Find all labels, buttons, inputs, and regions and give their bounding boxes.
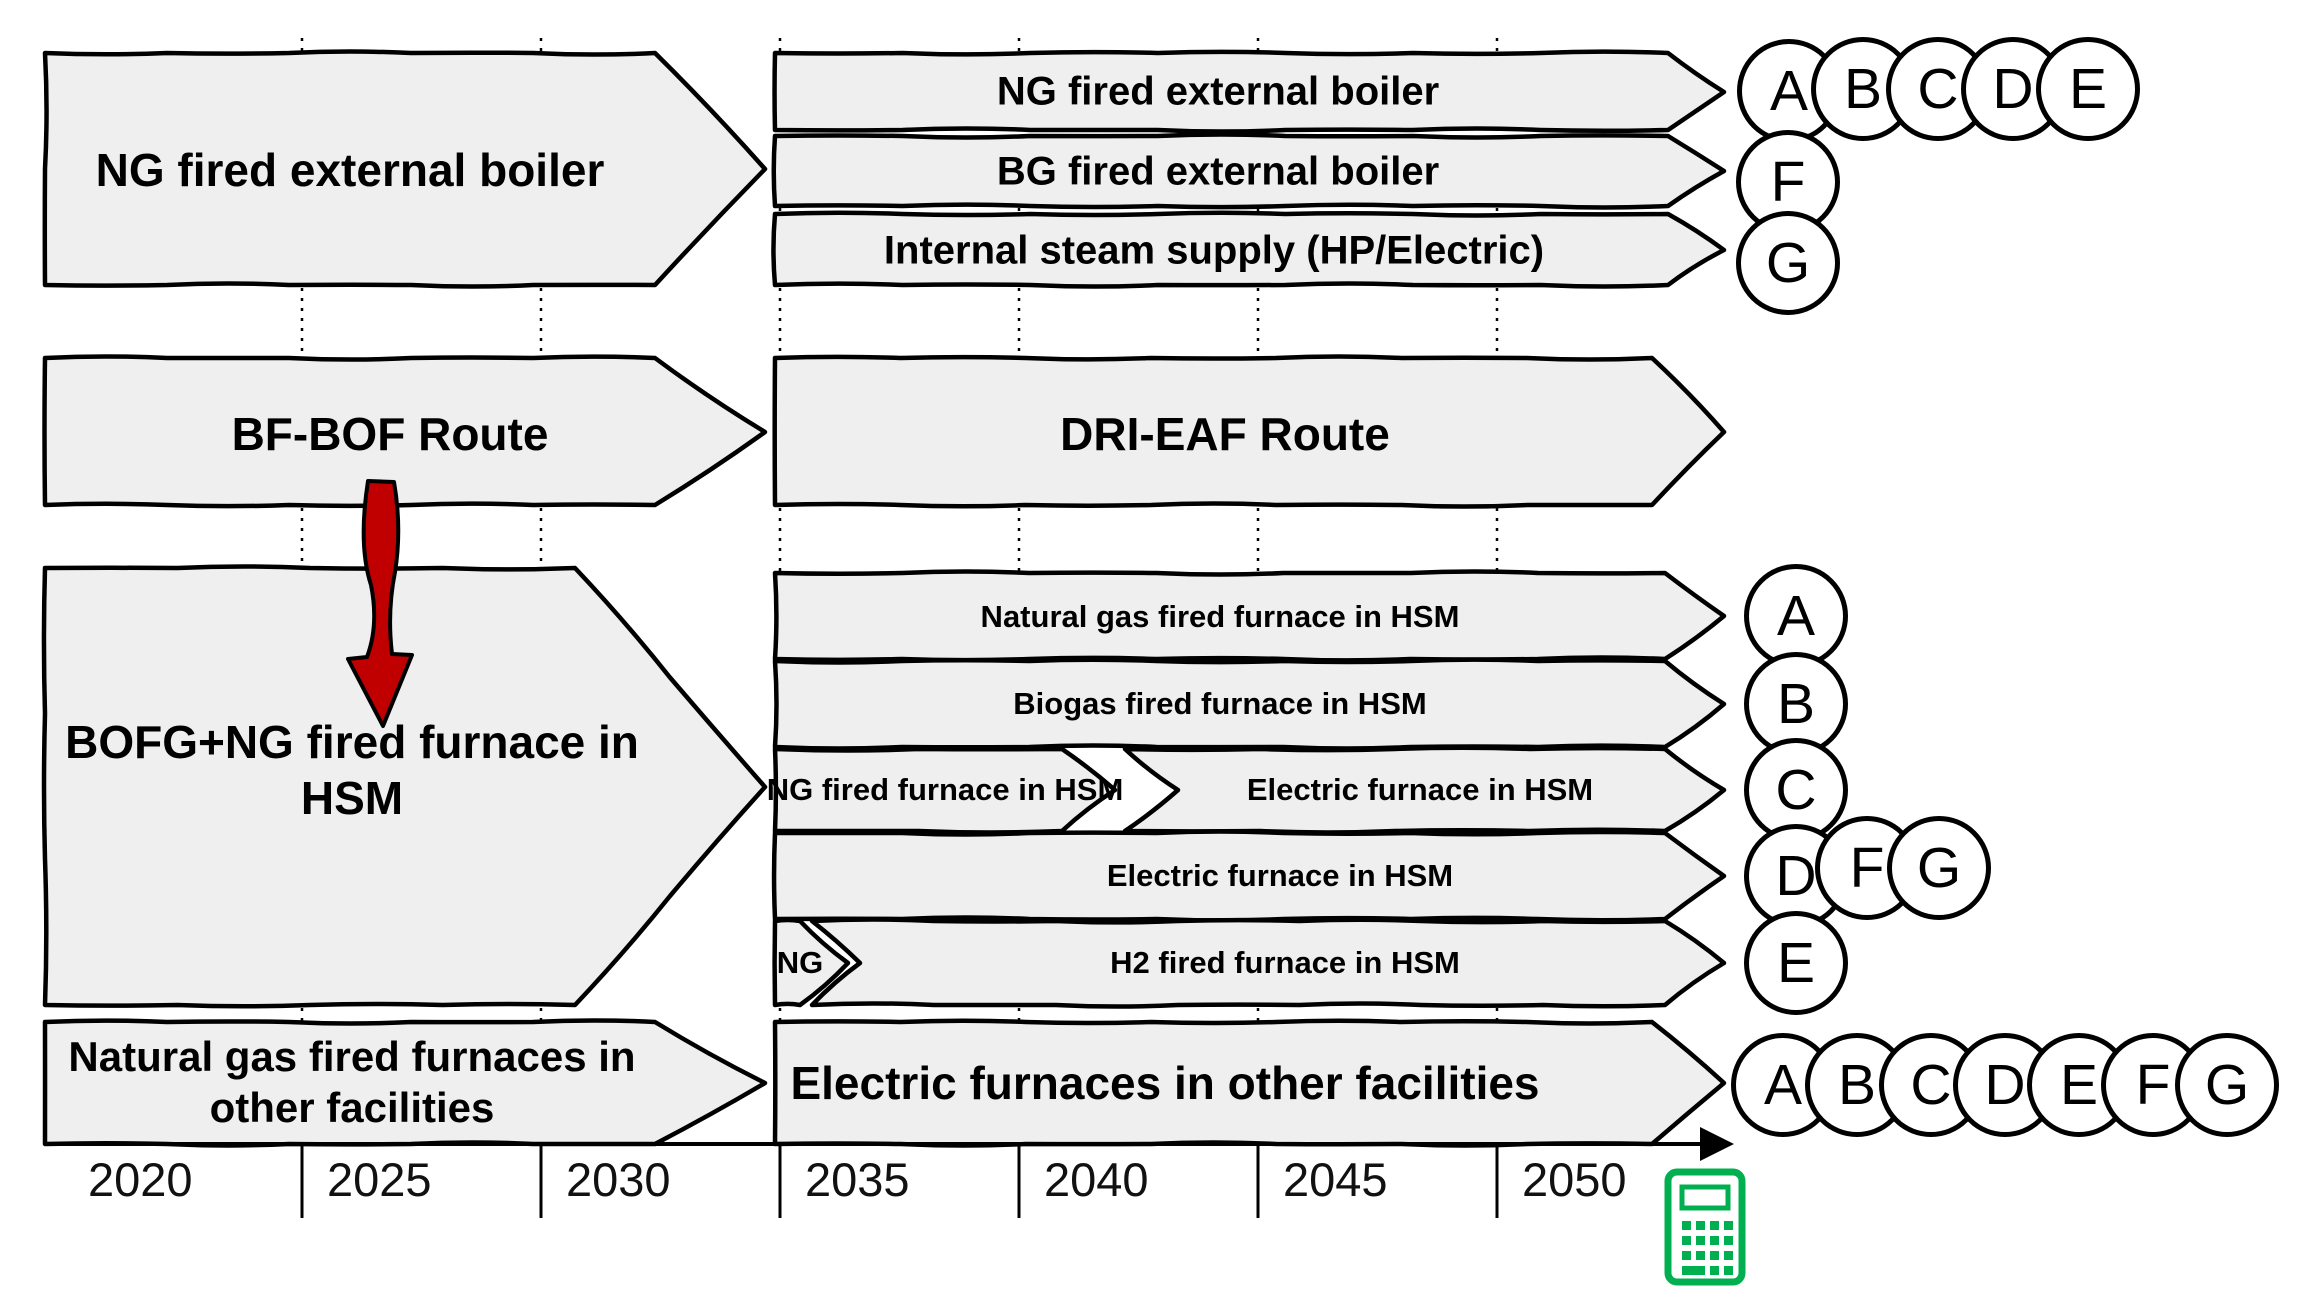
label-bg-external-boiler-branch: BG fired external boiler — [996, 149, 1440, 194]
arrow-bf-bof-route — [42, 354, 768, 509]
calculator-icon — [1664, 1168, 1746, 1286]
arrow-ng-external-boiler-branch — [772, 49, 1727, 134]
arrow-h2-furnace-hsm — [809, 917, 1727, 1009]
arrow-ng-external-boiler-source — [42, 49, 768, 289]
label-ng-furnace-hsm: NG fired furnace in HSM — [766, 772, 1124, 808]
label-electric-furnace-hsm: Electric furnace in HSM — [1106, 858, 1454, 894]
arrow-ng-short — [772, 917, 851, 1008]
year-label-2040: 2040 — [1044, 1153, 1149, 1206]
badge-g: G — [2175, 1033, 2279, 1137]
arrow-electric-furnace-hsm — [771, 829, 1727, 923]
year-label-2020: 2020 — [88, 1153, 193, 1206]
label-electric-furnaces-other: Electric furnaces in other facilities — [790, 1056, 1540, 1109]
label-natural-gas-furnace-hsm: Natural gas fired furnace in HSM — [980, 599, 1460, 635]
label-bofg-ng-furnace-source: BOFG+NG fired furnace in HSM — [65, 715, 639, 824]
label-ng-external-boiler-branch: NG fired external boiler — [996, 69, 1440, 114]
year-label-2050: 2050 — [1522, 1153, 1627, 1206]
arrow-dri-eaf-route — [772, 354, 1727, 509]
label-dri-eaf-route: DRI-EAF Route — [1060, 407, 1390, 460]
badge-g: G — [1887, 816, 1991, 920]
axis-ticks — [300, 1144, 1499, 1218]
label-h2-furnace-hsm: H2 fired furnace in HSM — [1110, 945, 1460, 981]
badge-g: G — [1736, 211, 1840, 315]
badge-e: E — [2036, 37, 2140, 141]
year-label-2035: 2035 — [805, 1153, 910, 1206]
label-ng-external-boiler-source: NG fired external boiler — [95, 143, 605, 196]
label-ng-short: NG — [776, 945, 824, 981]
badge-f: F — [1736, 130, 1840, 234]
badge-c: C — [1744, 738, 1848, 842]
arrow-internal-steam-branch — [771, 210, 1727, 289]
badge-e: E — [1744, 911, 1848, 1015]
timeline-axis — [45, 1127, 1734, 1218]
transition-arrow-down — [346, 479, 414, 728]
year-label-2045: 2045 — [1283, 1153, 1388, 1206]
year-label-2025: 2025 — [327, 1153, 432, 1206]
axis-arrowhead — [1700, 1127, 1734, 1161]
arrow-bg-external-boiler-branch — [771, 132, 1727, 210]
year-label-2030: 2030 — [566, 1153, 671, 1206]
label-internal-steam-branch: Internal steam supply (HP/Electric) — [883, 228, 1545, 273]
label-bf-bof-route: BF-BOF Route — [231, 407, 549, 460]
label-biogas-furnace-hsm: Biogas fired furnace in HSM — [1013, 686, 1427, 722]
label-ng-furnaces-other-source: Natural gas fired furnaces in other faci… — [68, 1032, 636, 1131]
label-electric-furnace-hsm-after-ng: Electric furnace in HSM — [1246, 772, 1594, 808]
